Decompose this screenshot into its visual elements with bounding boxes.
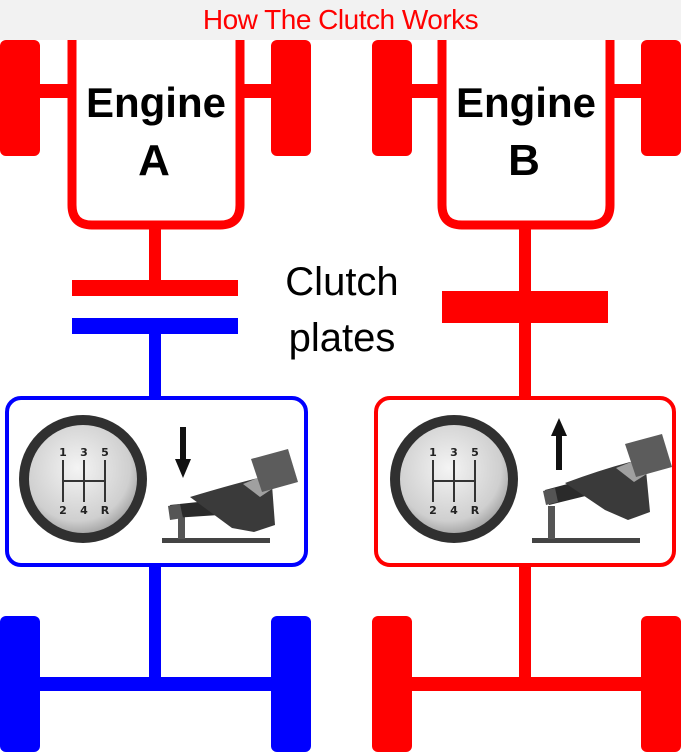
engine-b-label-line2: B [508,136,540,185]
clutch-pedal-pressed-icon [162,449,298,543]
gear-label: 3 [80,446,88,459]
gear-shift-pattern-b [432,460,476,502]
gear-knob-a: 1 3 5 2 4 R [19,415,147,543]
front-axle-right-a [238,84,274,98]
clutch-plate-drivetrain-a [72,318,238,334]
rear-axle-b [410,677,644,691]
gearbox-b-input-shaft [519,322,531,400]
engine-b-label-line1: Engine [456,79,596,126]
gear-label: 4 [450,504,458,517]
clutch-pedal-released-icon [532,434,672,543]
clutch-plates-label-line2: plates [289,316,396,360]
gearbox-a-input-shaft [149,334,161,400]
title-bar: How The Clutch Works [0,0,681,40]
front-left-wheel-b [372,40,412,156]
front-left-wheel-a [0,40,40,156]
pedal-down-arrow-icon [175,427,191,478]
front-axle-left-a [38,84,72,98]
rear-axle-a [38,677,274,691]
front-axle-left-b [410,84,442,98]
drivetrain-b-shaft [519,563,531,683]
engine-b-block [437,40,615,230]
pedal-up-arrow-icon [551,418,567,470]
gear-label: 5 [471,446,479,459]
gear-label: R [471,504,480,517]
drivetrain-a-shaft [149,563,161,683]
clutch-plates-engaged-b [442,291,608,323]
gear-label: 2 [429,504,437,517]
rear-right-wheel-a [271,616,311,752]
engine-b-assembly: Engine B 1 3 5 2 4 R [372,40,681,752]
clutch-plate-engine-a [72,280,238,296]
gear-label: R [101,504,110,517]
front-axle-right-b [608,84,643,98]
engine-a-shaft [149,228,161,286]
engine-b-shaft [519,228,531,294]
gear-label: 4 [80,504,88,517]
gear-label: 2 [59,504,67,517]
rear-right-wheel-b [641,616,681,752]
engine-a-block [67,40,245,230]
gear-label: 1 [429,446,437,459]
gear-label: 1 [59,446,67,459]
front-right-wheel-a [271,40,311,156]
gear-label: 5 [101,446,109,459]
engine-a-label-line1: Engine [86,79,226,126]
front-right-wheel-b [641,40,681,156]
engine-a-label-line2: A [138,136,170,185]
clutch-plates-label-line1: Clutch [285,260,398,304]
page-title: How The Clutch Works [202,4,479,35]
gear-shift-pattern-a [62,460,106,502]
rear-left-wheel-a [0,616,40,752]
gear-knob-b: 1 3 5 2 4 R [390,415,518,543]
rear-left-wheel-b [372,616,412,752]
engine-a-assembly: Engine A 1 3 5 2 4 R [0,40,311,752]
gear-label: 3 [450,446,458,459]
